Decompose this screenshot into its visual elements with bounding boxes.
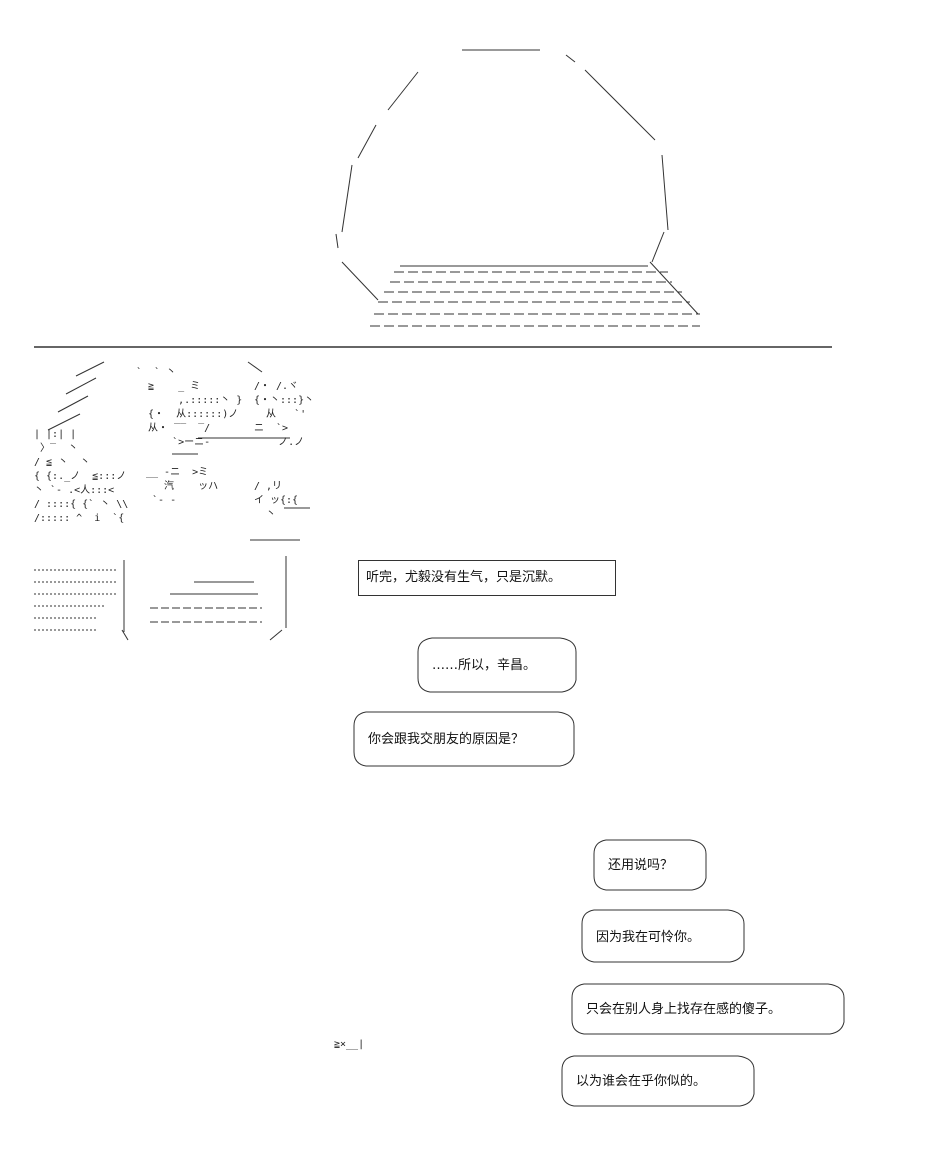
top-dialogue-1: ……所以，辛昌。 (432, 658, 537, 673)
face-art-eye: /・ /.ヾ {・丶:::}丶 从 `' ニ `> ノ.ノ (254, 381, 315, 448)
bottom-bubbles (561, 839, 845, 1107)
face-art-cheek: | |:| | 〉‾ 丶 / ≦ 丶 丶 { {:._ノ ≦:::ノ 丶 `‐ … (34, 429, 129, 524)
narration-box (358, 560, 616, 596)
narration-text: 听完，尤毅没有生气，只是沉默。 (366, 570, 562, 585)
bottom-dialogue-2: 因为我在可怜你。 (596, 930, 701, 945)
line-art-layer (34, 49, 832, 641)
face-art-jaw: / ,リ イ ッ{:{ 丶 ≧×__| 听完，尤毅没有生气，只是沉默。 ……所以… (254, 480, 845, 1107)
face-art-mouth: __ -ニ >ミ 汽 ッハ `‐ ‐ (146, 467, 219, 506)
face-art-brow: ` ` 丶 ≧ _ ミ ,.:::::丶 } {・ 从::::::)ノ 从・ ‾… (136, 367, 243, 448)
shoulder-lines (370, 261, 700, 327)
bottom-dialogue-1: 还用说吗？ (608, 858, 674, 873)
bottom-dialogue-4: 以为谁会在乎你似的。 (576, 1074, 707, 1089)
head-outline (335, 49, 669, 301)
bottom-dialogue-3: 只会在别人身上找存在感的傻子。 (586, 1002, 782, 1017)
manga-page: ` ` 丶 ≧ _ ミ ,.:::::丶 } {・ 从::::::)ノ 从・ ‾… (34, 49, 845, 1107)
bottom-figure (34, 361, 310, 641)
